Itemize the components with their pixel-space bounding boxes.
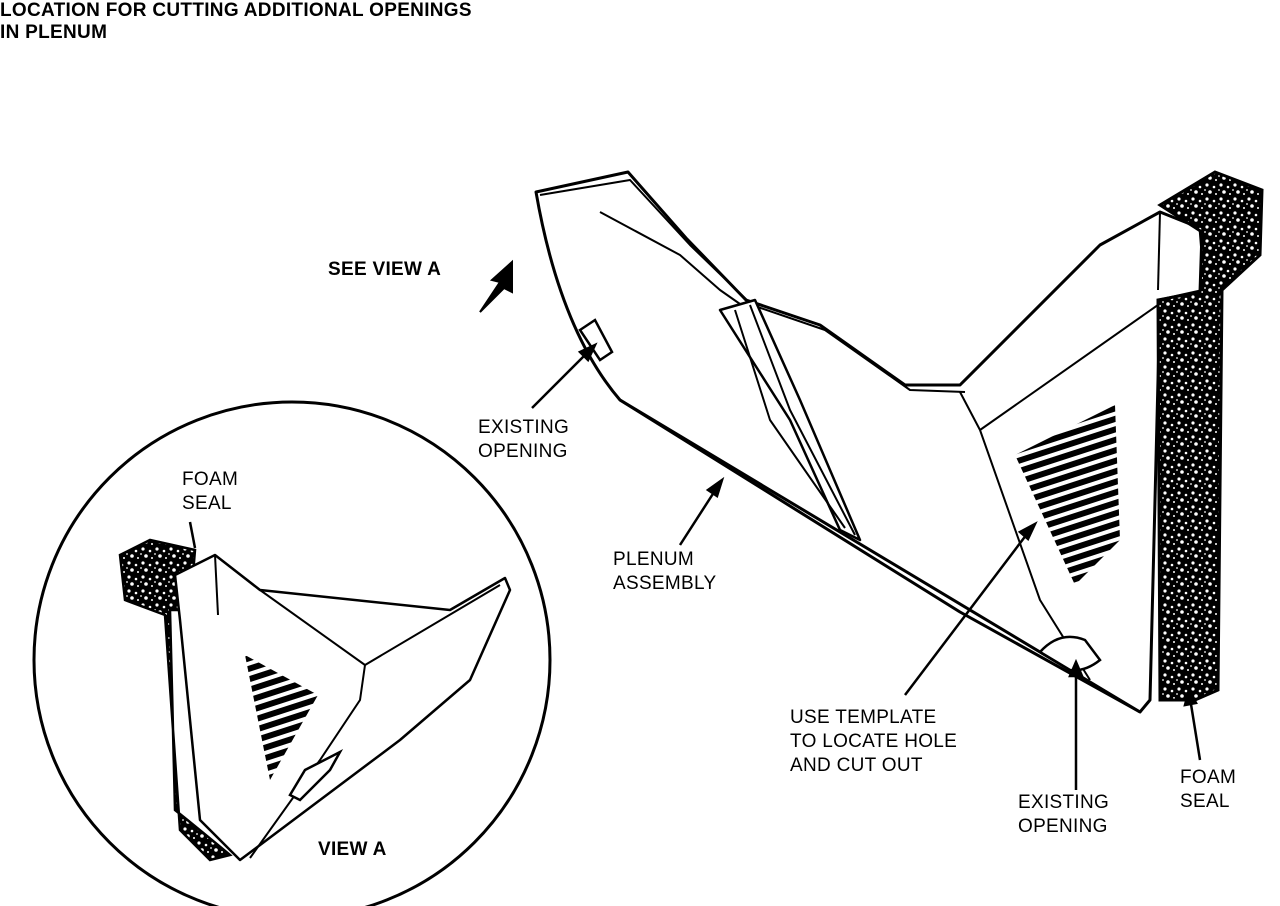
plenum-assembly-line-1: PLENUM [613,549,694,570]
foam-seal-detail-line-1: FOAM [182,469,239,490]
foam-seal-detail-line-2: SEAL [182,493,232,514]
plenum-assembly-line-2: ASSEMBLY [613,573,717,594]
view-a-detail [32,400,552,906]
foam-seal-right-shape [1156,170,1264,702]
use-template-label: USE TEMPLATE TO LOCATE HOLE AND CUT OUT [790,706,957,778]
title-line-1: LOCATION FOR CUTTING ADDITIONAL OPENINGS [0,0,472,21]
existing-opening-top-line-1: EXISTING [478,417,570,438]
plenum-assembly-drawing [534,170,1207,714]
existing-opening-bottom-label: EXISTING OPENING [1018,791,1109,839]
existing-opening-top-label: EXISTING OPENING [478,416,569,464]
view-a-label: VIEW A [318,839,387,860]
use-template-line-3: AND CUT OUT [790,755,923,776]
existing-opening-bottom-line-2: OPENING [1018,816,1108,837]
foam-seal-right-line-1: FOAM [1180,767,1237,788]
use-template-line-1: USE TEMPLATE [790,707,937,728]
existing-opening-bottom-line-1: EXISTING [1018,792,1110,813]
template-hatch-area [1015,405,1120,585]
foam-seal-detail-label: FOAM SEAL [182,468,238,516]
foam-seal-right-label: FOAM SEAL [1180,766,1236,814]
diagram-title: LOCATION FOR CUTTING ADDITIONAL OPENINGS… [0,0,472,44]
existing-opening-top-line-2: OPENING [478,441,568,462]
use-template-line-2: TO LOCATE HOLE [790,731,958,752]
see-view-a-arrow [479,259,513,313]
see-view-a-label: SEE VIEW A [328,259,442,280]
plenum-assembly-label: PLENUM ASSEMBLY [613,548,716,596]
foam-seal-right-line-2: SEAL [1180,791,1230,812]
title-line-2: IN PLENUM [0,22,108,43]
leader-lines [531,342,1202,790]
